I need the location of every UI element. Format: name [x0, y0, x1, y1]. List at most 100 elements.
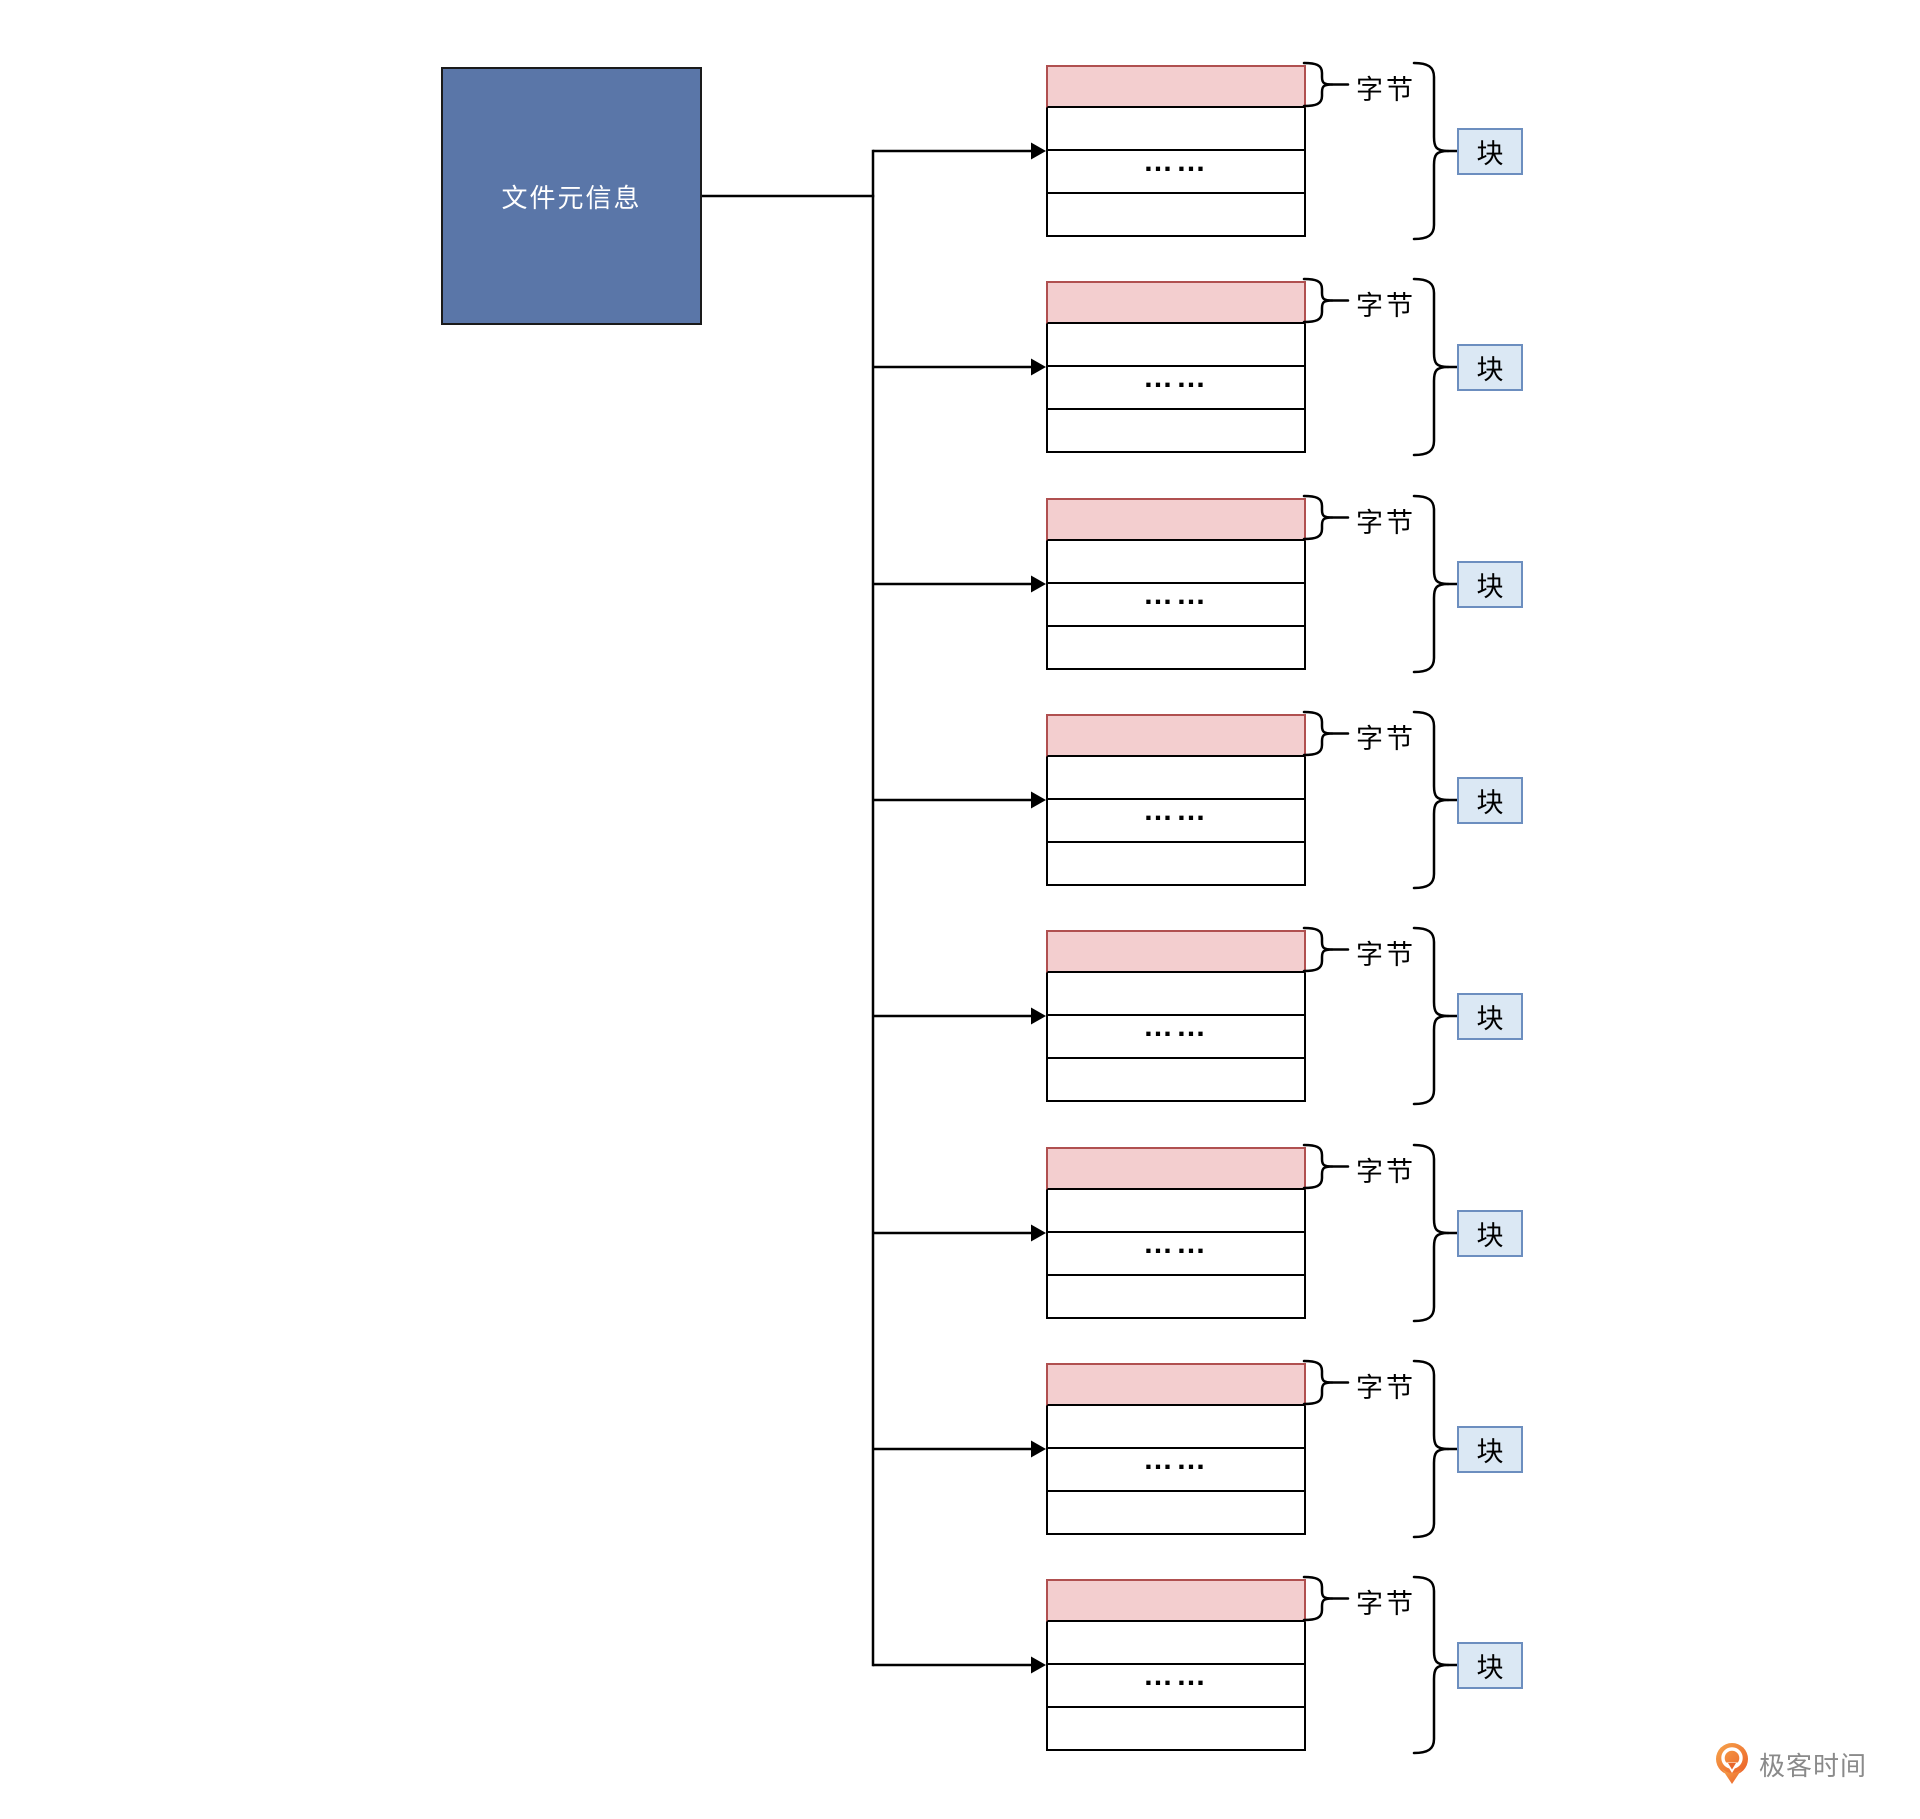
byte-row-ellipsis: ……	[1046, 1443, 1306, 1492]
byte-row-ellipsis: ……	[1046, 1010, 1306, 1059]
byte-brace	[1302, 1575, 1350, 1622]
ellipsis-text: ……	[1143, 144, 1209, 178]
branch-arrowhead-8	[1031, 1656, 1046, 1674]
byte-label: 字节	[1356, 1156, 1416, 1187]
byte-row-ellipsis: ……	[1046, 578, 1306, 627]
block-group: …… 字节 块	[1046, 61, 1524, 241]
block-badge: 块	[1457, 344, 1523, 391]
byte-brace	[1302, 61, 1350, 108]
block-badge-label: 块	[1476, 1437, 1504, 1467]
byte-row-highlighted	[1046, 930, 1306, 973]
ellipsis-text: ……	[1143, 1009, 1209, 1043]
block-brace	[1412, 710, 1460, 890]
block-badge: 块	[1457, 1426, 1523, 1473]
byte-row	[1046, 1622, 1306, 1665]
byte-label: 字节	[1356, 507, 1416, 538]
byte-row-highlighted	[1046, 1363, 1306, 1406]
byte-row	[1046, 1276, 1306, 1319]
byte-row	[1046, 541, 1306, 584]
block-badge: 块	[1457, 777, 1523, 824]
byte-row-ellipsis: ……	[1046, 1227, 1306, 1276]
ellipsis-text: ……	[1143, 1658, 1209, 1692]
block-group: …… 字节 块	[1046, 1359, 1524, 1539]
branch-arrowhead-3	[1031, 575, 1046, 593]
byte-row-ellipsis: ……	[1046, 361, 1306, 410]
block-badge-label: 块	[1476, 788, 1504, 818]
block-badge-label: 块	[1476, 1653, 1504, 1683]
byte-row	[1046, 324, 1306, 367]
byte-row	[1046, 1492, 1306, 1535]
byte-row-highlighted	[1046, 281, 1306, 324]
block-badge-label: 块	[1476, 139, 1504, 169]
byte-brace	[1302, 277, 1350, 324]
branch-arrowhead-6	[1031, 1224, 1046, 1242]
block-brace	[1412, 1143, 1460, 1323]
byte-brace	[1302, 710, 1350, 757]
block-group: …… 字节 块	[1046, 926, 1524, 1106]
byte-row	[1046, 194, 1306, 237]
byte-label: 字节	[1356, 1372, 1416, 1403]
file-metadata-label: 文件元信息	[501, 182, 642, 213]
branch-arrowhead-1	[1031, 142, 1046, 160]
byte-row	[1046, 1406, 1306, 1449]
byte-row	[1046, 973, 1306, 1016]
byte-table: ……	[1046, 1579, 1306, 1751]
block-brace	[1412, 494, 1460, 674]
byte-row	[1046, 1190, 1306, 1233]
byte-row	[1046, 627, 1306, 670]
byte-label: 字节	[1356, 290, 1416, 321]
byte-label: 字节	[1356, 939, 1416, 970]
geektime-logo-text: 极客时间	[1759, 1750, 1868, 1781]
block-brace	[1412, 926, 1460, 1106]
file-metadata-box: 文件元信息	[441, 67, 702, 325]
byte-row-highlighted	[1046, 498, 1306, 541]
ellipsis-text: ……	[1143, 577, 1209, 611]
block-brace	[1412, 277, 1460, 457]
byte-row-ellipsis: ……	[1046, 145, 1306, 194]
byte-label: 字节	[1356, 74, 1416, 105]
branch-arrowhead-7	[1031, 1440, 1046, 1458]
block-badge: 块	[1457, 1642, 1523, 1689]
block-badge-label: 块	[1476, 572, 1504, 602]
byte-label: 字节	[1356, 1588, 1416, 1619]
block-brace	[1412, 1575, 1460, 1755]
block-group: …… 字节 块	[1046, 494, 1524, 674]
byte-table: ……	[1046, 714, 1306, 886]
byte-table: ……	[1046, 281, 1306, 453]
byte-table: ……	[1046, 65, 1306, 237]
branch-arrowhead-2	[1031, 358, 1046, 376]
logo-arrow	[1728, 1763, 1736, 1770]
byte-row	[1046, 1708, 1306, 1751]
byte-row	[1046, 410, 1306, 453]
block-badge-label: 块	[1476, 355, 1504, 385]
byte-table: ……	[1046, 930, 1306, 1102]
byte-row-highlighted	[1046, 65, 1306, 108]
byte-row	[1046, 1059, 1306, 1102]
byte-row	[1046, 108, 1306, 151]
byte-brace	[1302, 494, 1350, 541]
ellipsis-text: ……	[1143, 1226, 1209, 1260]
block-brace	[1412, 1359, 1460, 1539]
byte-brace	[1302, 1359, 1350, 1406]
byte-row-highlighted	[1046, 714, 1306, 757]
block-brace	[1412, 61, 1460, 241]
byte-row	[1046, 757, 1306, 800]
ellipsis-text: ……	[1143, 793, 1209, 827]
byte-brace	[1302, 926, 1350, 973]
block-badge: 块	[1457, 561, 1523, 608]
geektime-logo: 极客时间	[1712, 1741, 1867, 1787]
block-badge-label: 块	[1476, 1004, 1504, 1034]
byte-row-highlighted	[1046, 1147, 1306, 1190]
logo-pin-tail	[1722, 1769, 1742, 1784]
block-group: …… 字节 块	[1046, 277, 1524, 457]
ellipsis-text: ……	[1143, 360, 1209, 394]
byte-row-ellipsis: ……	[1046, 1659, 1306, 1708]
byte-brace	[1302, 1143, 1350, 1190]
block-badge: 块	[1457, 993, 1523, 1040]
ellipsis-text: ……	[1143, 1442, 1209, 1476]
block-badge: 块	[1457, 128, 1523, 175]
byte-row-ellipsis: ……	[1046, 794, 1306, 843]
block-badge: 块	[1457, 1210, 1523, 1257]
block-badge-label: 块	[1476, 1221, 1504, 1251]
